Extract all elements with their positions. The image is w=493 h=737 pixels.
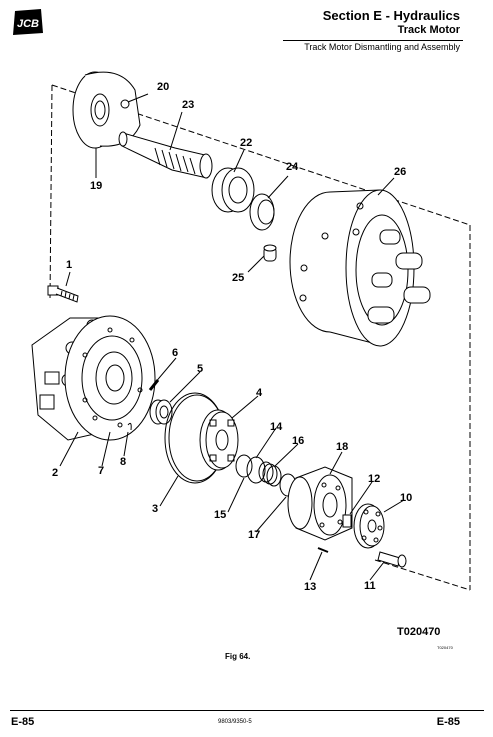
callout-2: 2 — [52, 467, 58, 479]
bearing-part — [211, 167, 255, 213]
retainer-plate-part — [353, 503, 385, 549]
callout-26: 26 — [394, 166, 406, 178]
callout-6: 6 — [172, 347, 178, 359]
callout-11: 11 — [364, 580, 376, 592]
callout-22: 22 — [240, 137, 252, 149]
clip-part — [127, 422, 132, 431]
section-title: Section E - Hydraulics — [322, 8, 460, 23]
callout-16: 16 — [292, 435, 304, 447]
leader-lines — [59, 93, 405, 581]
figure-caption: Fig 64. — [225, 652, 251, 661]
assembly-dash-line-bottom — [374, 559, 471, 591]
callout-8: 8 — [120, 456, 126, 468]
cylinder-block-part — [287, 466, 353, 541]
ring-part-15 — [235, 454, 253, 478]
small-pin-part — [317, 547, 329, 553]
assembly-dash-line-left — [49, 84, 53, 301]
callout-5: 5 — [197, 363, 203, 375]
figure-part-number-small: T020470 — [437, 645, 453, 650]
seal-part — [249, 193, 275, 231]
shaft-part — [118, 131, 213, 179]
callout-25: 25 — [232, 272, 244, 284]
spline-part — [342, 514, 352, 528]
callout-10: 10 — [400, 492, 412, 504]
callout-3: 3 — [152, 503, 158, 515]
callout-13: 13 — [304, 581, 316, 593]
footer-rule — [10, 710, 484, 711]
exploded-diagram: 20 19 23 22 24 26 25 1 2 7 8 6 5 4 3 14 … — [31, 71, 471, 593]
callout-4: 4 — [256, 387, 263, 399]
motor-housing-part — [31, 315, 156, 441]
page-number-left: E-85 — [11, 716, 35, 728]
piston-part — [377, 551, 407, 568]
callout-17: 17 — [248, 529, 260, 541]
callout-20: 20 — [157, 81, 169, 93]
flange-disc-part — [72, 71, 141, 149]
callout-15: 15 — [214, 509, 226, 521]
callout-7: 7 — [98, 465, 104, 477]
pin-part — [148, 379, 160, 391]
page-number-right: E-85 — [436, 716, 460, 728]
hub-gearbox-part — [289, 189, 431, 347]
ball-part — [120, 99, 130, 109]
jcb-logo: JCB — [11, 7, 45, 37]
callout-14: 14 — [270, 421, 283, 433]
callout-12: 12 — [368, 473, 380, 485]
callout-labels: 20 19 23 22 24 26 25 1 2 7 8 6 5 4 3 14 … — [52, 81, 412, 593]
callout-18: 18 — [336, 441, 348, 453]
document-number: 9803/9350-5 — [218, 719, 252, 725]
spring-part — [258, 461, 282, 487]
header-rule — [283, 40, 463, 41]
callout-23: 23 — [182, 99, 194, 111]
bolt-part — [47, 285, 79, 303]
ring-part-14 — [246, 456, 266, 484]
figure-part-number: T020470 — [397, 626, 441, 638]
topic-title: Track Motor Dismantling and Assembly — [304, 42, 460, 52]
bush-part — [263, 244, 277, 262]
logo-text: JCB — [17, 18, 39, 30]
callout-24: 24 — [286, 161, 299, 173]
callout-1: 1 — [66, 259, 72, 271]
valve-plate-part — [199, 409, 239, 471]
subsection-title: Track Motor — [397, 24, 460, 36]
callout-19: 19 — [90, 180, 102, 192]
small-bearing-part — [149, 399, 173, 425]
